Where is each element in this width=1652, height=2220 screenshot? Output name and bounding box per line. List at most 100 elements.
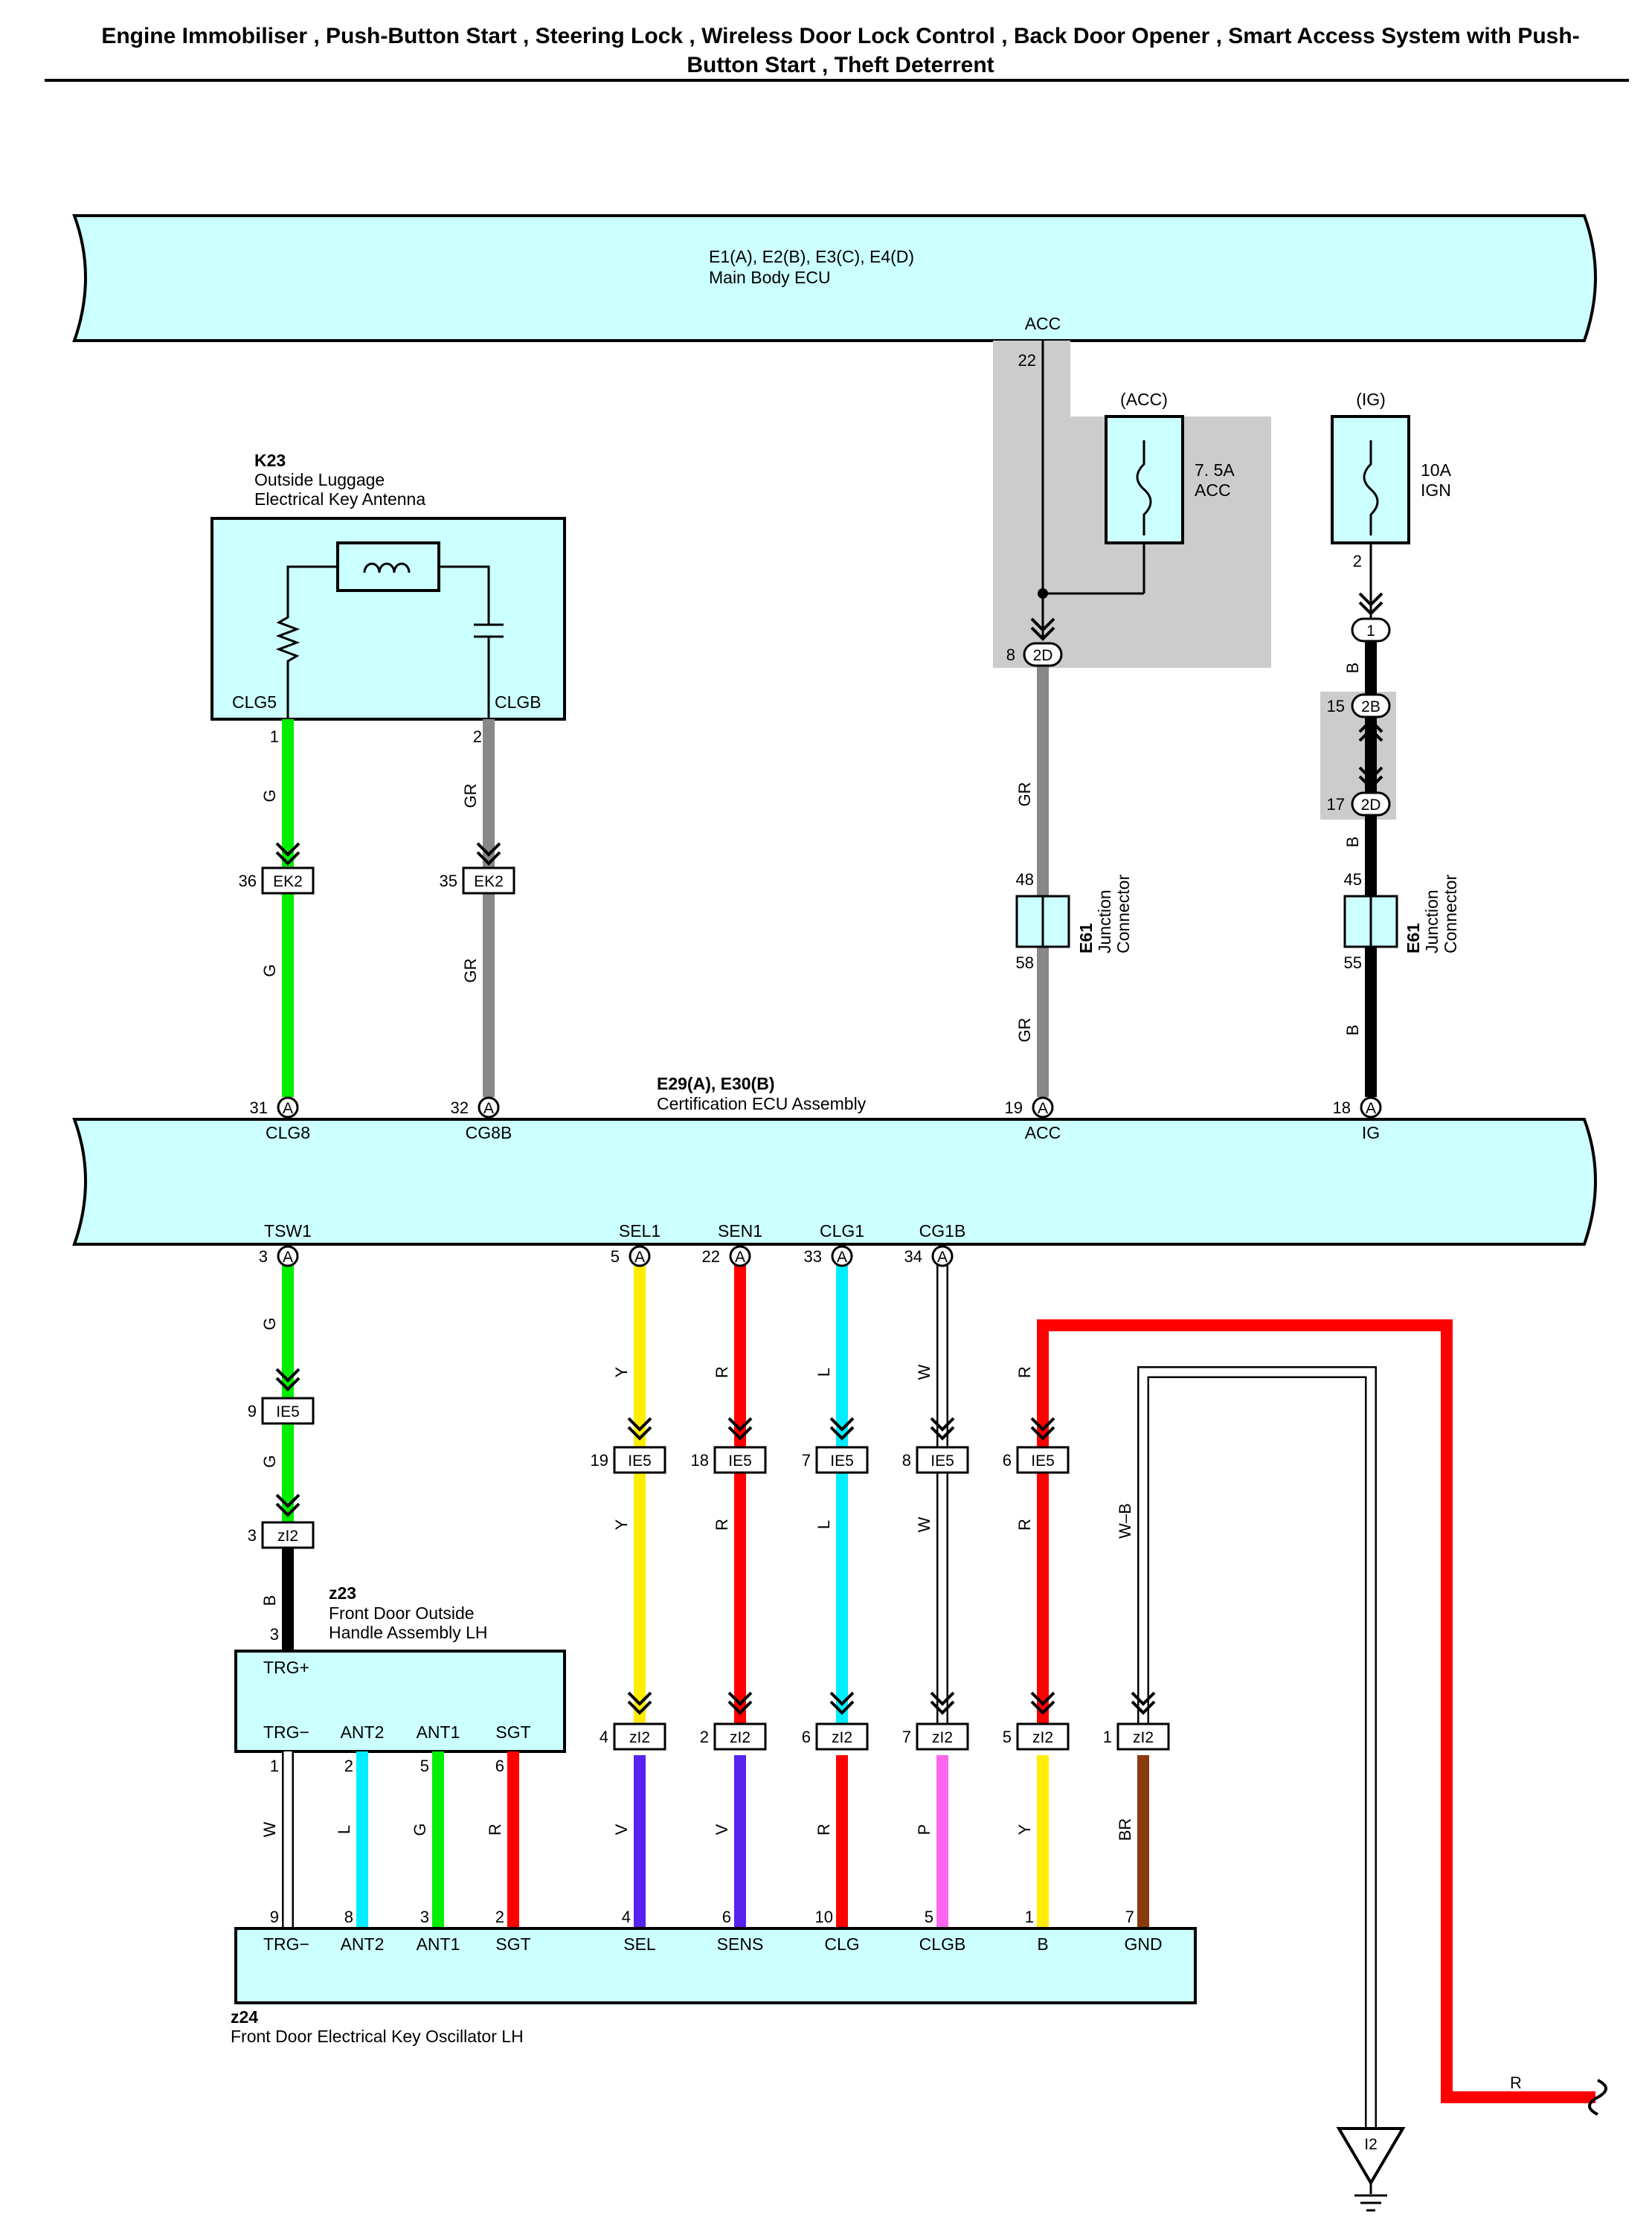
antenna-capacitor-wire <box>439 565 504 718</box>
antenna-pin-left-no: 1 <box>270 727 279 746</box>
wire-ig-color-1: B <box>1343 663 1362 674</box>
cert-ecu-bottom-pin-sen1: A 22 <box>702 1245 751 1267</box>
cert-ecu-code: E29(A), E30(B) <box>657 1074 774 1093</box>
zi2-connector-clg: zI2 6 <box>802 1722 869 1751</box>
cert-ecu-name: Certification ECU Assembly <box>657 1094 867 1113</box>
svg-text:A: A <box>1366 1100 1376 1117</box>
fuse-ig-name: IGN <box>1421 480 1451 500</box>
zi2-connector-b: zI2 5 <box>1003 1722 1070 1751</box>
junction-right-in: 45 <box>1344 870 1362 889</box>
wire-b-color-1: R <box>1015 1366 1034 1378</box>
wire-clgb-color: P <box>915 1824 933 1835</box>
wire-ig-color-3: B <box>1343 1025 1362 1036</box>
main-body-ecu-acc-pin: 22 <box>1018 351 1036 370</box>
wire-sgt-color: R <box>486 1824 504 1835</box>
svg-text:ACC: ACC <box>1025 1123 1061 1142</box>
wire-gnd-brown-color: BR <box>1116 1818 1134 1841</box>
handle-trg-plus: TRG+ <box>263 1658 309 1677</box>
zi2-connector-gnd: zI2 1 <box>1103 1722 1170 1751</box>
svg-text:5: 5 <box>925 1908 933 1926</box>
cert-ecu-bottom-name-clg1: CLG1 <box>820 1221 864 1241</box>
handle-name-1: Front Door Outside <box>329 1603 475 1623</box>
junction-left-in: 48 <box>1016 870 1034 889</box>
junction-right-name-1: Junction <box>1422 889 1442 953</box>
ie5-connector-clg1: IE5 7 <box>802 1446 869 1474</box>
wire-clg8-color-2: G <box>260 964 279 977</box>
cert-ecu-top-pin-ig: A 18 IG <box>1333 1096 1382 1142</box>
svg-text:A: A <box>283 1249 293 1266</box>
svg-text:CLGB: CLGB <box>919 1934 966 1954</box>
svg-text:SGT: SGT <box>495 1934 530 1954</box>
wire-tsw1-color-2: G <box>260 1455 279 1467</box>
svg-text:10: 10 <box>815 1908 833 1926</box>
svg-text:9: 9 <box>270 1908 279 1926</box>
jb-2d-left-pill <box>1023 642 1063 667</box>
junction-left-name-2: Connector <box>1113 875 1133 953</box>
svg-text:8: 8 <box>344 1908 353 1926</box>
cert-ecu-top-pin-cg8b: A 32 CG8B <box>451 1096 512 1142</box>
handle-pin-trg-minus: TRG− <box>263 1722 309 1742</box>
wire-b-color: Y <box>1015 1824 1034 1835</box>
svg-text:22: 22 <box>702 1247 720 1266</box>
wire-cg1b-color-1: W <box>915 1364 933 1380</box>
handle-code: z23 <box>329 1583 356 1603</box>
oscillator-code: z24 <box>231 2007 258 2027</box>
fuse-ig-icon <box>1363 440 1379 535</box>
cert-ecu-bottom-pin-sel1: A 5 <box>611 1245 651 1267</box>
svg-text:9: 9 <box>248 1402 257 1421</box>
ek2-left-label: EK2 <box>273 873 303 890</box>
svg-text:SEL: SEL <box>623 1934 656 1954</box>
svg-text:IE5: IE5 <box>931 1452 954 1470</box>
svg-text:IE5: IE5 <box>276 1403 300 1421</box>
svg-text:zI2: zI2 <box>832 1729 852 1746</box>
jb-2d-right-pin: 17 <box>1327 795 1345 814</box>
fuse-acc-rating: 7. 5A <box>1195 460 1235 480</box>
svg-text:31: 31 <box>250 1098 268 1117</box>
wire-b-color-2: R <box>1015 1519 1034 1531</box>
svg-text:5: 5 <box>1003 1728 1012 1746</box>
svg-text:A: A <box>283 1100 293 1117</box>
svg-text:TRG−: TRG− <box>263 1934 309 1954</box>
svg-text:ANT1: ANT1 <box>417 1934 460 1954</box>
wire-clg1-color-1: L <box>814 1368 833 1377</box>
ie5-connector-tsw1: IE5 9 <box>248 1397 315 1425</box>
ek2-left-box <box>261 866 315 895</box>
svg-text:zI2: zI2 <box>629 1729 650 1746</box>
ek2-left-pin: 36 <box>239 872 257 890</box>
antenna-code: K23 <box>254 451 286 470</box>
wire-clg-color: R <box>814 1824 833 1835</box>
junction-left-name-1: Junction <box>1095 889 1114 953</box>
svg-text:zI2: zI2 <box>932 1729 953 1746</box>
main-body-ecu-box <box>72 214 1597 342</box>
zi2-connector-clgb: zI2 7 <box>902 1722 969 1751</box>
wire-trg-minus-color: W <box>260 1821 279 1837</box>
jb-2b-label: 2B <box>1361 698 1381 715</box>
svg-text:IE5: IE5 <box>728 1452 752 1470</box>
svg-text:18: 18 <box>691 1451 709 1470</box>
jb-2d-right-pill <box>1351 791 1391 817</box>
svg-text:SENS: SENS <box>717 1934 764 1954</box>
antenna-coil-icon <box>363 562 411 573</box>
main-body-ecu-code: E1(A), E2(B), E3(C), E4(D) <box>709 247 914 266</box>
svg-text:IE5: IE5 <box>830 1452 854 1470</box>
wire-clg1-color-2: L <box>814 1520 833 1529</box>
ie5-connector-cg1b: IE5 8 <box>902 1446 969 1474</box>
svg-text:7: 7 <box>902 1728 911 1746</box>
antenna-name-2: Electrical Key Antenna <box>254 489 425 509</box>
svg-text:1: 1 <box>1025 1908 1034 1926</box>
svg-text:19: 19 <box>591 1451 608 1470</box>
main-body-ecu-acc-label: ACC <box>1025 314 1061 333</box>
svg-text:A: A <box>634 1249 645 1266</box>
svg-text:2: 2 <box>495 1908 504 1926</box>
cert-ecu-bottom-pin-clg1: A 33 <box>804 1245 853 1267</box>
svg-text:4: 4 <box>622 1908 631 1926</box>
svg-text:CLG: CLG <box>824 1934 859 1954</box>
jb-2d-left-label: 2D <box>1033 647 1053 664</box>
jb-1-label: 1 <box>1366 622 1375 640</box>
oscillator-pins: 9 TRG− 8 ANT2 3 ANT1 2 SGT 4 SEL 6 SENS … <box>263 1908 1163 1954</box>
svg-text:zI2: zI2 <box>1032 1729 1053 1746</box>
wire-cg8b-color-2: GR <box>461 959 480 983</box>
svg-text:6: 6 <box>1003 1451 1012 1470</box>
wire-cg8b-color-1: GR <box>461 784 480 808</box>
wire-cg1b-color-2: W <box>915 1516 933 1532</box>
